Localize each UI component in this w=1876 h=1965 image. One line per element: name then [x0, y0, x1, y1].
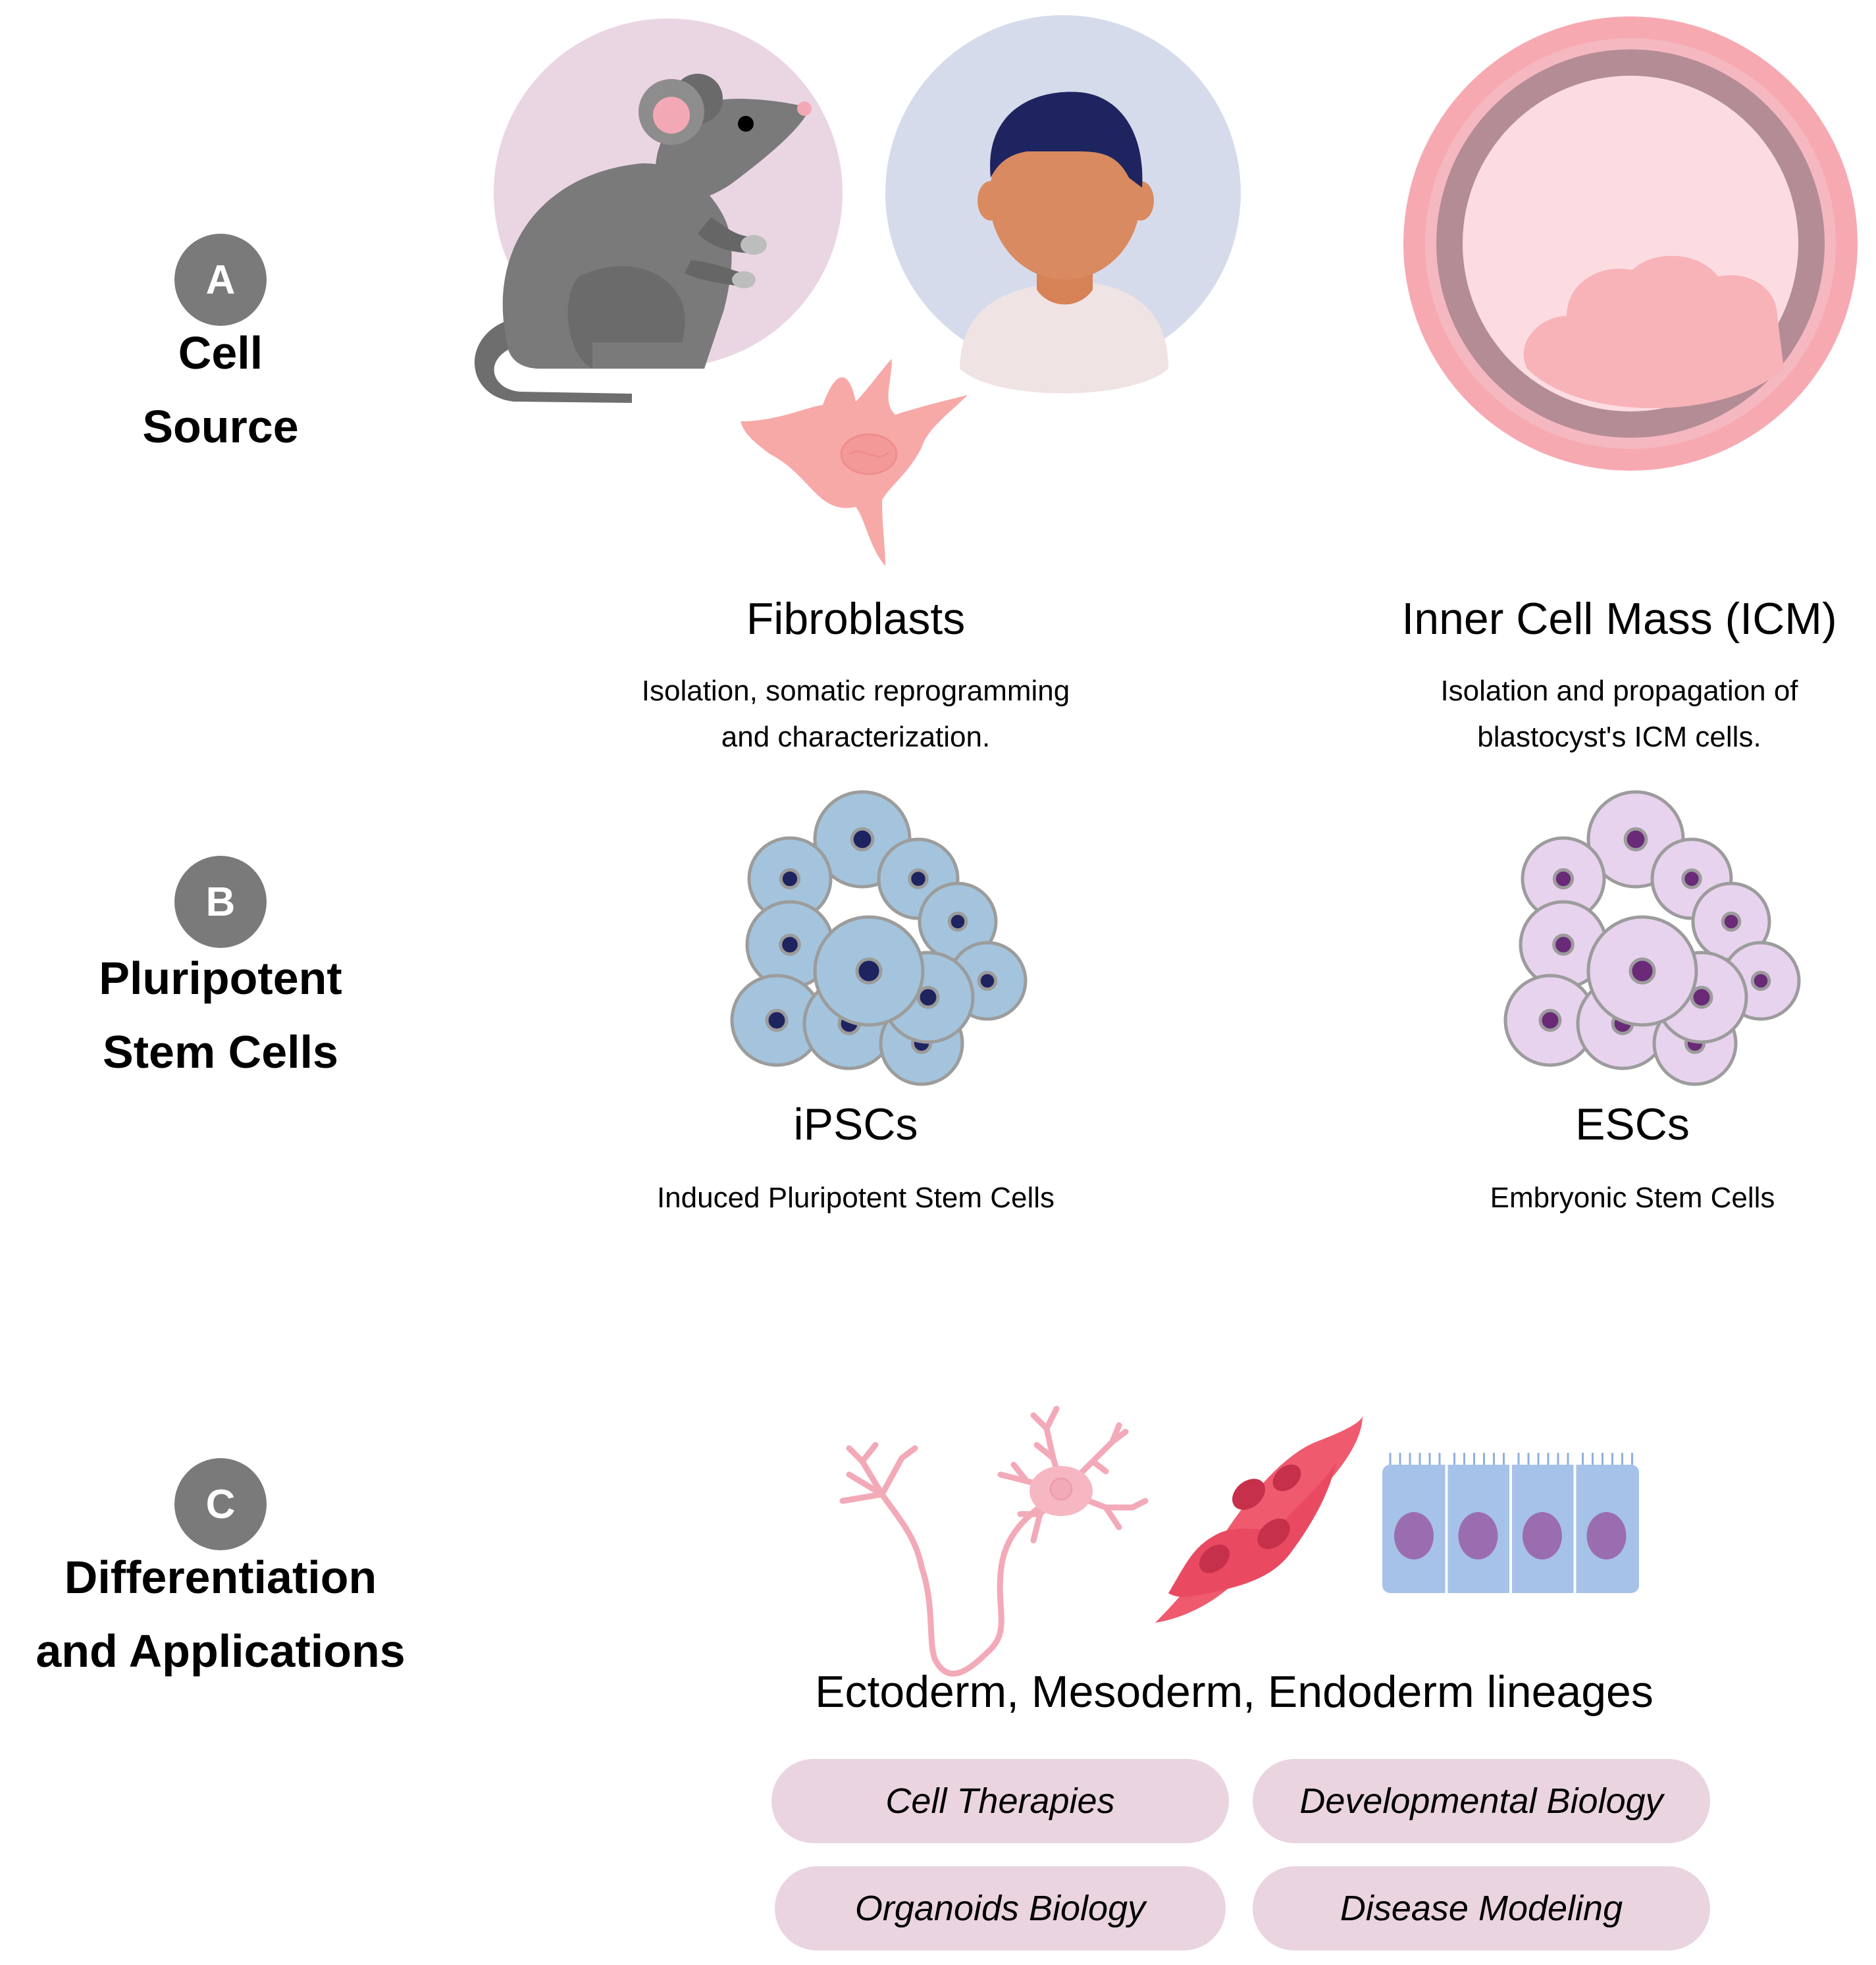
section-b-title-line1: Pluripotent [99, 953, 342, 1004]
mouse-paw-upper [741, 235, 767, 255]
epithelium-nucleus [1586, 1512, 1627, 1559]
neuron-illustration [839, 1405, 1149, 1677]
epithelium-nucleus [1458, 1512, 1498, 1559]
icm-desc-line1: Isolation and propagation of [1440, 675, 1798, 707]
colony-cell-nucleus [1681, 868, 1702, 889]
section-b-title: Pluripotent Stem Cells [0, 941, 441, 1089]
epithelium-nucleus [1523, 1512, 1562, 1559]
blastocyst-illustration [1403, 16, 1858, 471]
section-c-title-line1: Differentiation [64, 1552, 377, 1603]
colony-cell-nucleus [947, 911, 968, 932]
lineages-label: Ectoderm, Mesoderm, Endoderm lineages [815, 1667, 1654, 1717]
icm-name: Inner Cell Mass (ICM) [1401, 594, 1837, 644]
mouse-nose [797, 101, 812, 116]
colony-cell-nucleus [1623, 827, 1648, 852]
epithelium-illustration [1382, 1453, 1639, 1593]
human-ear-right [1128, 181, 1154, 221]
fibroblasts-description: Isolation, somatic reprogramming and cha… [560, 668, 1152, 760]
colony-cell-nucleus [779, 868, 801, 890]
colony-cell-nucleus [908, 868, 929, 889]
colony-cell-nucleus [916, 985, 940, 1009]
section-b-title-line2: Stem Cells [103, 1026, 338, 1078]
colony-cell-nucleus [779, 933, 801, 956]
human-face [989, 115, 1141, 280]
neuron-nucleus [1049, 1477, 1073, 1501]
colony-cell-nucleus [1690, 985, 1713, 1009]
colony-cell-nucleus [855, 957, 883, 985]
application-pill-organoids-biology: Organoids Biology [775, 1866, 1226, 1951]
section-a-title-line2: Source [142, 401, 299, 452]
mouse-paw-lower [732, 271, 756, 288]
fibroblasts-name: Fibroblasts [746, 594, 966, 644]
ipsc-colony [730, 790, 1028, 1086]
colony-cell-nucleus [1628, 957, 1656, 985]
mouse-ear-inner [653, 97, 690, 134]
colony-cell-nucleus [1538, 1009, 1562, 1032]
ipsc-description: Induced Pluripotent Stem Cells [656, 1182, 1055, 1214]
application-pill-developmental-biology: Developmental Biology [1253, 1759, 1710, 1843]
human-illustration [885, 15, 1241, 394]
section-a-title-line1: Cell [178, 327, 263, 379]
esc-name: ESCs [1575, 1099, 1690, 1149]
colony-cell-nucleus [977, 970, 998, 991]
section-c-badge: C [174, 1458, 267, 1550]
mouse-eye [738, 116, 754, 132]
mouse-leg [685, 260, 744, 286]
section-b-badge: B [174, 856, 267, 948]
fibroblasts-desc-line2: and characterization. [721, 721, 991, 753]
application-pill-cell-therapies: Cell Therapies [771, 1759, 1229, 1843]
human-ear-left [977, 181, 1004, 221]
human-hair [990, 92, 1143, 188]
application-pill-disease-modeling: Disease Modeling [1253, 1866, 1710, 1951]
icm-desc-line2: blastocyst's ICM cells. [1477, 721, 1761, 753]
inner-cell-mass [1523, 255, 1784, 408]
esc-description: Embryonic Stem Cells [1490, 1182, 1775, 1214]
fibroblast-illustration [741, 359, 968, 566]
colony-cell-nucleus [765, 1009, 789, 1032]
human-shirt [960, 283, 1168, 394]
fibroblasts-desc-line1: Isolation, somatic reprogramming [641, 675, 1070, 707]
colony-cell-nucleus [1552, 933, 1575, 956]
colony-cell-nucleus [850, 827, 875, 852]
icm-description: Isolation and propagation of blastocyst'… [1349, 668, 1876, 760]
mouse-foot [592, 342, 698, 369]
mouse-illustration [474, 18, 843, 403]
muscle-cells-illustration [1155, 1415, 1363, 1623]
epithelium-nucleus [1394, 1512, 1434, 1559]
section-c-title-line2: and Applications [36, 1625, 405, 1677]
colony-cell-nucleus [1721, 911, 1742, 932]
section-a-title: Cell Source [0, 316, 441, 463]
esc-colony [1503, 790, 1801, 1086]
colony-cell-nucleus [1750, 970, 1771, 991]
ipsc-name: iPSCs [793, 1099, 918, 1149]
section-c-title: Differentiation and Applications [0, 1540, 441, 1688]
section-a-badge: A [174, 234, 267, 326]
colony-cell-nucleus [1552, 868, 1575, 890]
